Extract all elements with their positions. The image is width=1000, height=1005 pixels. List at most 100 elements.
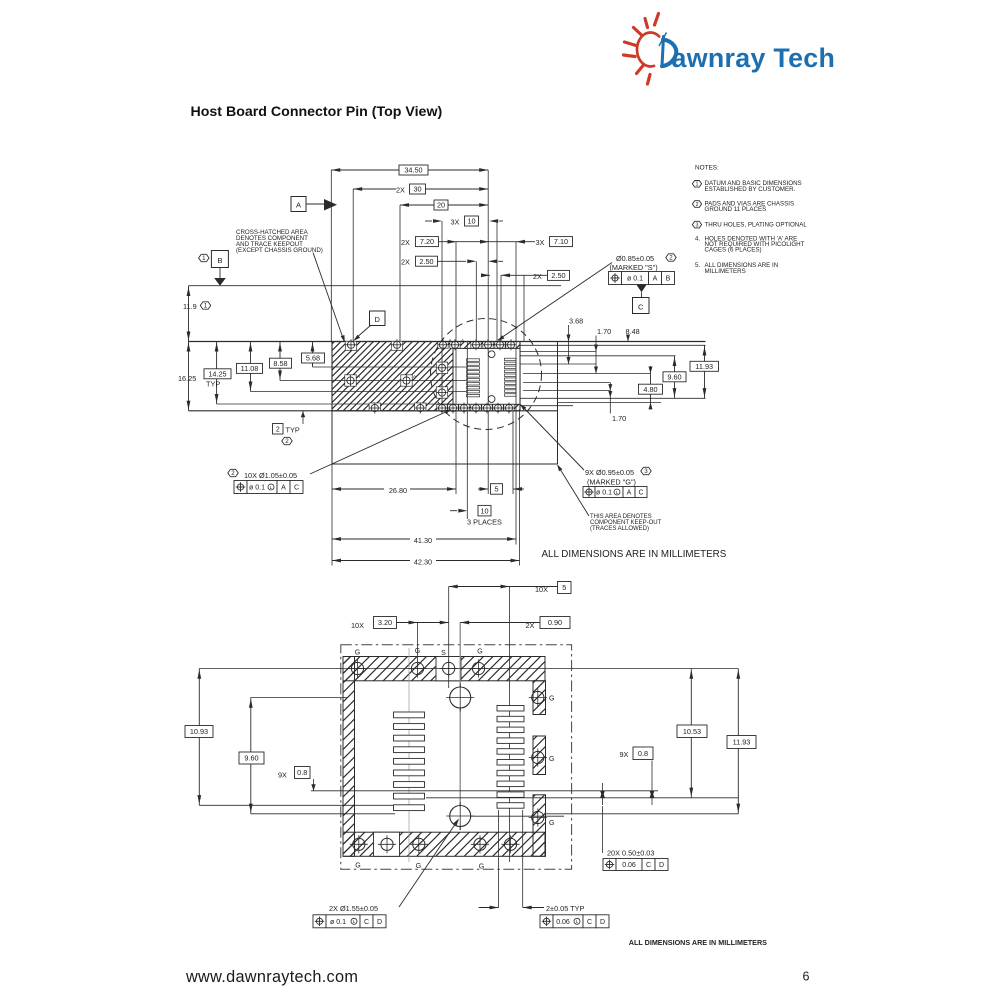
svg-text:0.8: 0.8: [638, 749, 648, 758]
svg-text:L: L: [270, 485, 273, 490]
svg-text:10X: 10X: [535, 585, 548, 594]
svg-text:A: A: [653, 276, 658, 283]
svg-text:9.60: 9.60: [667, 372, 681, 381]
svg-text:ALL DIMENSIONS ARE IN MILLIMET: ALL DIMENSIONS ARE IN MILLIMETERS: [542, 549, 727, 560]
svg-text:10X Ø1.05±0.05: 10X Ø1.05±0.05: [244, 471, 297, 480]
svg-text:2X: 2X: [401, 238, 410, 247]
svg-text:3: 3: [696, 223, 699, 229]
svg-text:4.80: 4.80: [643, 385, 657, 394]
svg-text:Host Board Connector Pin (Top: Host Board Connector Pin (Top View): [191, 104, 443, 120]
svg-text:1.70: 1.70: [612, 414, 626, 423]
svg-text:34.50: 34.50: [404, 166, 422, 175]
svg-text:(MARKED "S"): (MARKED "S"): [610, 263, 658, 272]
svg-text:42.30: 42.30: [414, 558, 432, 567]
svg-text:1: 1: [696, 182, 699, 188]
svg-text:5.68: 5.68: [306, 354, 320, 363]
svg-text:C: C: [364, 919, 369, 926]
svg-text:2: 2: [276, 427, 280, 434]
svg-text:(MARKED "G"): (MARKED "G"): [587, 478, 636, 487]
svg-text:A: A: [627, 490, 632, 497]
svg-text:3 PLACES: 3 PLACES: [467, 518, 502, 527]
svg-text:10X: 10X: [351, 621, 364, 630]
svg-text:1.70: 1.70: [597, 327, 611, 336]
svg-text:C: C: [638, 490, 643, 497]
svg-text:D: D: [659, 862, 664, 869]
svg-text:ALL DIMENSIONS ARE IN MILLIMET: ALL DIMENSIONS ARE IN MILLIMETERS: [629, 938, 767, 947]
svg-text:A: A: [296, 201, 301, 210]
svg-text:26.80: 26.80: [389, 486, 407, 495]
svg-text:9.60: 9.60: [244, 754, 258, 763]
svg-text:20X 0.50±0.03: 20X 0.50±0.03: [607, 849, 654, 858]
svg-text:0.8: 0.8: [297, 768, 307, 777]
svg-text:11.9: 11.9: [183, 302, 197, 311]
svg-text:A: A: [281, 485, 286, 492]
svg-text:2: 2: [285, 438, 289, 445]
svg-text:11.93: 11.93: [733, 738, 751, 747]
svg-text:DENOTES COMPONENT: DENOTES COMPONENT: [236, 235, 308, 242]
svg-text:C: C: [294, 485, 299, 492]
svg-text:9X: 9X: [620, 750, 629, 759]
svg-text:2: 2: [696, 202, 699, 208]
svg-text:MILLIMETERS: MILLIMETERS: [705, 268, 746, 275]
svg-text:(TRACES ALLOWED): (TRACES ALLOWED): [590, 526, 649, 532]
svg-text:COMPONENT KEEP-OUT: COMPONENT KEEP-OUT: [590, 520, 662, 526]
svg-text:ESTABLISHED BY CUSTOMER.: ESTABLISHED BY CUSTOMER.: [705, 186, 796, 193]
svg-text:ALL DIMENSIONS ARE IN: ALL DIMENSIONS ARE IN: [705, 262, 779, 269]
svg-text:3.68: 3.68: [569, 317, 583, 326]
svg-text:THIS AREA DENOTES: THIS AREA DENOTES: [590, 514, 652, 520]
svg-text:G: G: [477, 649, 482, 656]
svg-text:5.: 5.: [695, 262, 700, 269]
svg-text:9X: 9X: [278, 771, 287, 780]
svg-text:16.25: 16.25: [178, 374, 196, 383]
svg-text:2±0.05 TYP: 2±0.05 TYP: [546, 904, 584, 913]
svg-text:GROUND 11 PLACES: GROUND 11 PLACES: [705, 206, 767, 213]
svg-text:C: C: [638, 303, 644, 312]
svg-text:1: 1: [204, 303, 208, 310]
svg-text:G: G: [549, 820, 554, 827]
svg-text:A: A: [413, 374, 417, 379]
svg-text:2X: 2X: [401, 258, 410, 267]
svg-text:2.50: 2.50: [419, 257, 433, 266]
svg-text:ø 0.1: ø 0.1: [596, 490, 612, 497]
svg-text:9X Ø0.95±0.05: 9X Ø0.95±0.05: [585, 468, 634, 477]
svg-text:awnray Tech: awnray Tech: [672, 43, 836, 73]
svg-text:TYP: TYP: [206, 380, 220, 389]
svg-text:10: 10: [467, 217, 475, 226]
svg-text:11.08: 11.08: [241, 364, 259, 373]
svg-text:7.10: 7.10: [554, 237, 568, 246]
svg-text:10.93: 10.93: [190, 727, 208, 736]
svg-text:14.25: 14.25: [208, 369, 226, 378]
svg-text:A: A: [449, 338, 453, 343]
svg-text:3X: 3X: [451, 217, 460, 226]
svg-text:0.90: 0.90: [548, 618, 562, 627]
svg-text:G: G: [479, 864, 484, 871]
svg-text:8.58: 8.58: [273, 359, 287, 368]
svg-text:D: D: [377, 919, 382, 926]
svg-text:3.20: 3.20: [378, 618, 392, 627]
svg-text:CAGES (6 PLACES): CAGES (6 PLACES): [705, 247, 762, 254]
svg-text:L: L: [576, 919, 579, 924]
svg-text:D: D: [374, 315, 380, 324]
svg-text:G: G: [355, 863, 360, 870]
svg-text:C: C: [646, 862, 651, 869]
svg-text:TYP: TYP: [286, 425, 300, 434]
svg-text:G: G: [549, 696, 554, 703]
svg-text:2: 2: [231, 470, 235, 477]
svg-text:0.06: 0.06: [622, 862, 636, 869]
svg-text:PADS AND VIAS ARE CHASSIS: PADS AND VIAS ARE CHASSIS: [705, 201, 795, 208]
svg-text:B: B: [666, 276, 671, 283]
svg-text:NOTES:: NOTES:: [695, 165, 719, 172]
svg-text:30: 30: [413, 185, 421, 194]
svg-text:5: 5: [494, 485, 498, 494]
svg-text:2X: 2X: [533, 272, 542, 281]
svg-text:CROSS-HATCHED AREA: CROSS-HATCHED AREA: [236, 229, 309, 236]
svg-text:10: 10: [480, 506, 488, 515]
svg-text:0.06: 0.06: [556, 919, 570, 926]
svg-text:B: B: [217, 256, 222, 265]
svg-text:20: 20: [437, 201, 445, 210]
svg-text:L: L: [353, 919, 356, 924]
svg-text:3: 3: [644, 468, 648, 475]
svg-text:4.: 4.: [695, 235, 700, 242]
svg-text:41.30: 41.30: [414, 536, 432, 545]
svg-text:G: G: [549, 756, 554, 763]
